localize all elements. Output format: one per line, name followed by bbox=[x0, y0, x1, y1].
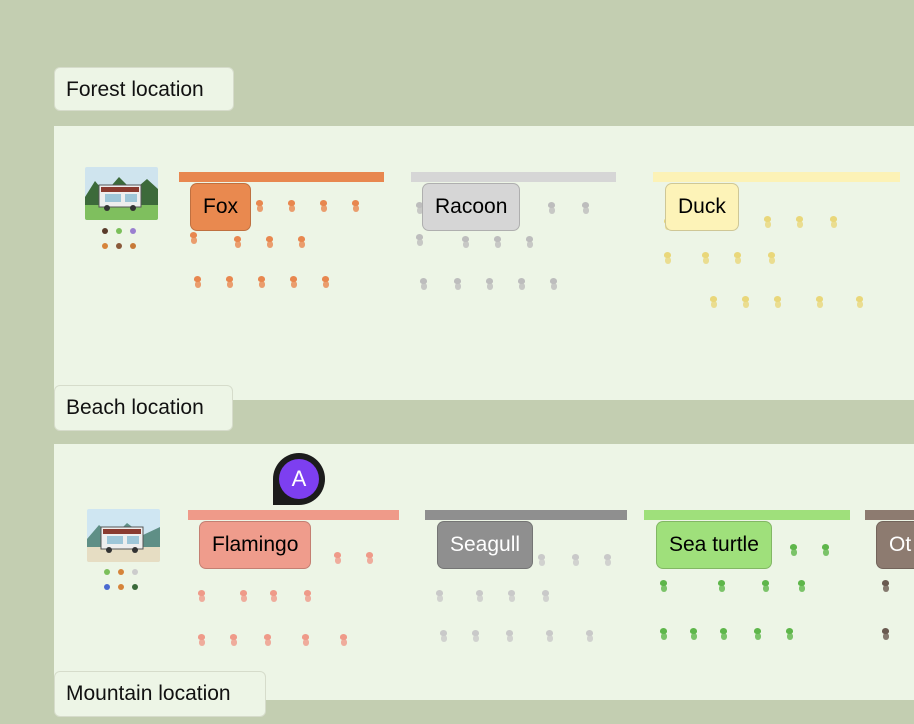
animal-sprite bbox=[504, 630, 515, 643]
animal-sprite bbox=[318, 200, 329, 213]
beach-food-truck-image bbox=[87, 509, 160, 562]
duck-sticker[interactable]: Duck bbox=[665, 183, 739, 231]
animal-sprite bbox=[452, 278, 463, 291]
beach-food-icons bbox=[104, 569, 138, 590]
duck-section-bar bbox=[653, 172, 900, 182]
animal-sprite bbox=[796, 580, 807, 593]
forest-location-frame[interactable] bbox=[54, 126, 914, 400]
animal-sprite bbox=[268, 590, 279, 603]
animal-sprite bbox=[760, 580, 771, 593]
animal-sprite bbox=[688, 628, 699, 641]
animal-sprite bbox=[662, 252, 673, 265]
animal-sprite bbox=[188, 232, 199, 245]
animal-sprite bbox=[658, 580, 669, 593]
animal-sprite bbox=[828, 216, 839, 229]
animal-sprite bbox=[762, 216, 773, 229]
animal-sprite bbox=[536, 554, 547, 567]
animal-sprite bbox=[708, 296, 719, 309]
animal-sprite bbox=[434, 590, 445, 603]
collaborator-cursor: A bbox=[267, 447, 331, 511]
animal-sprite bbox=[544, 630, 555, 643]
seagull-sticker[interactable]: Seagull bbox=[437, 521, 534, 569]
mountain-location-label[interactable]: Mountain location bbox=[54, 671, 266, 717]
animal-sprite bbox=[300, 634, 311, 647]
otter-section-bar bbox=[865, 510, 914, 520]
animal-sprite bbox=[364, 552, 375, 565]
animal-sprite bbox=[516, 278, 527, 291]
animal-sprite bbox=[238, 590, 249, 603]
animal-sprite bbox=[460, 236, 471, 249]
animal-sprite bbox=[438, 630, 449, 643]
animal-sprite bbox=[196, 634, 207, 647]
animal-sprite bbox=[484, 278, 495, 291]
animal-sprite bbox=[524, 236, 535, 249]
animal-sprite bbox=[288, 276, 299, 289]
animal-sprite bbox=[752, 628, 763, 641]
fox-section-bar bbox=[179, 172, 384, 182]
animal-sprite bbox=[418, 278, 429, 291]
seagull-section-bar bbox=[425, 510, 627, 520]
racoon-section-bar bbox=[411, 172, 616, 182]
collaborator-initial: A bbox=[291, 466, 307, 491]
animal-sprite bbox=[658, 628, 669, 641]
forest-location-label[interactable]: Forest location bbox=[54, 67, 234, 111]
otter-sticker[interactable]: Ot bbox=[876, 521, 914, 569]
animal-sprite bbox=[784, 628, 795, 641]
animal-sprite bbox=[854, 296, 865, 309]
animal-sprite bbox=[580, 202, 591, 215]
animal-sprite bbox=[602, 554, 613, 567]
animal-sprite bbox=[570, 554, 581, 567]
animal-sprite bbox=[414, 234, 425, 247]
animal-sprite bbox=[262, 634, 273, 647]
sea-turtle-sticker[interactable]: Sea turtle bbox=[656, 521, 772, 569]
animal-sprite bbox=[332, 552, 343, 565]
animal-sprite bbox=[546, 202, 557, 215]
animal-sprite bbox=[232, 236, 243, 249]
animal-sprite bbox=[732, 252, 743, 265]
animal-sprite bbox=[196, 590, 207, 603]
animal-sprite bbox=[264, 236, 275, 249]
animal-sprite bbox=[740, 296, 751, 309]
animal-sprite bbox=[350, 200, 361, 213]
animal-sprite bbox=[302, 590, 313, 603]
forest-food-truck-image bbox=[85, 167, 158, 220]
racoon-sticker[interactable]: Racoon bbox=[422, 183, 521, 231]
animal-sprite bbox=[470, 630, 481, 643]
animal-sprite bbox=[228, 634, 239, 647]
beach-location-frame[interactable] bbox=[54, 444, 914, 700]
animal-sprite bbox=[192, 276, 203, 289]
animal-sprite bbox=[548, 278, 559, 291]
animal-sprite bbox=[794, 216, 805, 229]
animal-sprite bbox=[814, 296, 825, 309]
beach-location-label[interactable]: Beach location bbox=[54, 385, 233, 431]
animal-sprite bbox=[320, 276, 331, 289]
fox-sticker[interactable]: Fox bbox=[190, 183, 252, 231]
animal-sprite bbox=[716, 580, 727, 593]
animal-sprite bbox=[414, 202, 425, 215]
flamingo-sticker[interactable]: Flamingo bbox=[199, 521, 312, 569]
animal-sprite bbox=[788, 544, 799, 557]
animal-sprite bbox=[492, 236, 503, 249]
animal-sprite bbox=[880, 580, 891, 593]
animal-sprite bbox=[584, 630, 595, 643]
animal-sprite bbox=[296, 236, 307, 249]
animal-sprite bbox=[772, 296, 783, 309]
animal-sprite bbox=[338, 634, 349, 647]
animal-sprite bbox=[540, 590, 551, 603]
animal-sprite bbox=[506, 590, 517, 603]
animal-sprite bbox=[820, 544, 831, 557]
animal-sprite bbox=[700, 252, 711, 265]
animal-sprite bbox=[718, 628, 729, 641]
animal-sprite bbox=[766, 252, 777, 265]
animal-sprite bbox=[224, 276, 235, 289]
animal-sprite bbox=[286, 200, 297, 213]
animal-sprite bbox=[254, 200, 265, 213]
animal-sprite bbox=[880, 628, 891, 641]
flamingo-section-bar bbox=[188, 510, 399, 520]
animal-sprite bbox=[474, 590, 485, 603]
sea-turtle-section-bar bbox=[644, 510, 850, 520]
animal-sprite bbox=[256, 276, 267, 289]
forest-food-icons bbox=[102, 228, 136, 249]
